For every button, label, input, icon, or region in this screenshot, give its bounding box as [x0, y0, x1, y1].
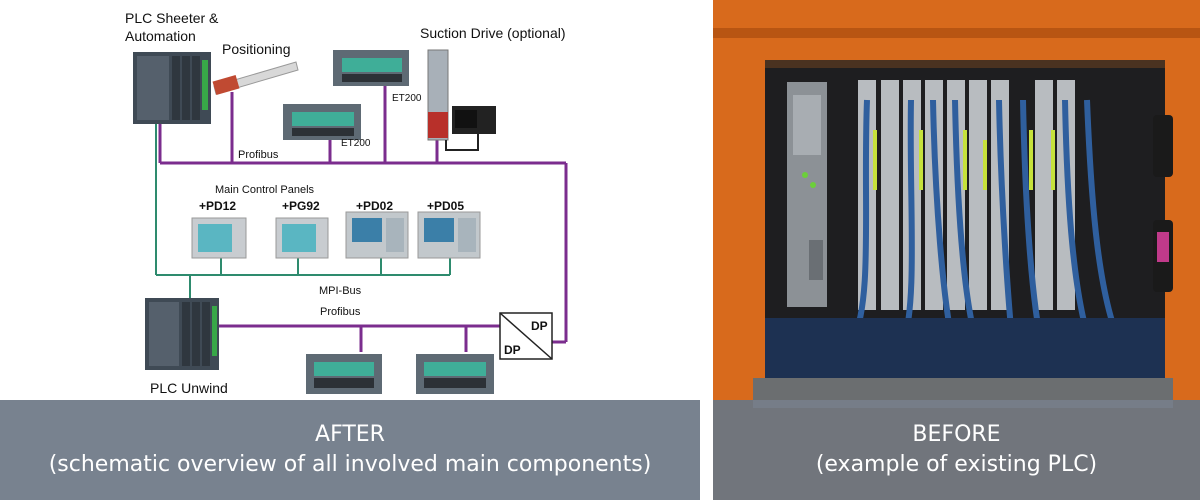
plc-sheeter-label-1: PLC Sheeter & [125, 10, 219, 26]
before-panel: BEFORE (example of existing PLC) [713, 0, 1200, 500]
panel-pd02 [345, 211, 409, 259]
et200-top-label: ET200 [392, 93, 422, 104]
main-control-panels-label: Main Control Panels [215, 184, 315, 196]
dp-top-label: DP [531, 319, 548, 333]
et200-module-bottom-right [416, 354, 494, 394]
et200-module-mid [283, 104, 361, 140]
after-caption-subtitle: (schematic overview of all involved main… [48, 452, 652, 477]
plc-cpu-module [787, 82, 827, 307]
suction-drive-label: Suction Drive (optional) [420, 25, 566, 41]
pd02-label: +PD02 [356, 199, 393, 213]
dp-bottom-label: DP [504, 343, 521, 357]
plc-unwind-label: PLC Unwind [150, 380, 228, 396]
panel-pd12 [191, 217, 247, 259]
before-caption-title: BEFORE [912, 422, 1001, 447]
panel-pd05 [417, 211, 481, 259]
cable-bundle [765, 318, 1165, 378]
positioning-label: Positioning [222, 41, 291, 57]
before-caption: BEFORE (example of existing PLC) [713, 400, 1200, 500]
profibus-top-label: Profibus [238, 149, 279, 161]
after-panel: PLC Sheeter & Automation Positioning ET2… [0, 10, 700, 500]
profibus-top-bus [158, 85, 568, 344]
positioning-sensor [212, 61, 299, 96]
et200-mid-label: ET200 [341, 138, 371, 149]
dp-dp-coupler [499, 312, 553, 360]
pg92-label: +PG92 [282, 199, 320, 213]
schematic-diagram: PLC Sheeter & Automation Positioning ET2… [125, 10, 568, 396]
suction-drive-unit [427, 49, 496, 151]
profibus-bottom-label: Profibus [320, 306, 361, 318]
panel-pg92 [275, 217, 329, 259]
existing-plc-photo [713, 0, 1200, 500]
et200-module-top [333, 50, 409, 86]
after-caption: AFTER (schematic overview of all involve… [0, 400, 700, 500]
profibus-bottom-bus [214, 324, 500, 352]
pd12-label: +PD12 [199, 199, 236, 213]
mpi-bus-line [155, 122, 451, 300]
before-caption-subtitle: (example of existing PLC) [815, 452, 1098, 477]
plc-sheeter-unit [133, 52, 211, 124]
module-leds [873, 130, 1055, 190]
side-connectors [1153, 115, 1173, 292]
pd05-label: +PD05 [427, 199, 464, 213]
plc-unwind-unit [145, 298, 219, 370]
mpi-bus-label: MPI-Bus [319, 285, 362, 297]
et200-module-bottom-left [306, 354, 382, 394]
after-caption-title: AFTER [315, 422, 385, 447]
plc-sheeter-label-2: Automation [125, 28, 196, 44]
cabinet-frame [713, 0, 1200, 400]
